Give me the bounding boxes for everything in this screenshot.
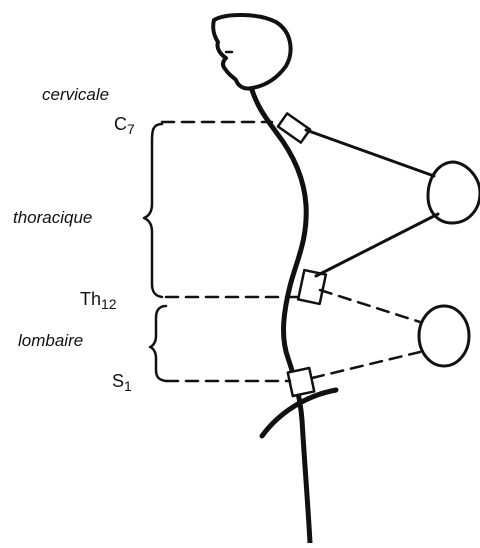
brace-lumbar (150, 306, 166, 381)
upper-line-c7 (306, 130, 434, 176)
label-th12-letters: Th (80, 289, 101, 309)
upper-line-th12 (316, 214, 438, 276)
label-cervical: cervicale (42, 86, 109, 103)
sensor-s1 (288, 368, 315, 396)
lower-line-s1 (312, 352, 420, 378)
label-c7-number: 7 (127, 121, 135, 137)
lower-line-th12 (320, 290, 420, 322)
label-s1-letter: S (112, 371, 124, 391)
label-th12: Th12 (80, 290, 117, 311)
label-th12-number: 12 (101, 296, 117, 312)
sensor-th12 (298, 270, 326, 304)
spine-curve (252, 90, 310, 543)
label-lumbar: lombaire (18, 332, 83, 349)
label-s1: S1 (112, 372, 132, 393)
label-s1-number: 1 (124, 378, 132, 394)
brace-thoracic (144, 124, 162, 297)
label-c7: C7 (114, 115, 135, 136)
label-thoracic: thoracique (13, 209, 92, 226)
lower-detector-circle (419, 306, 469, 366)
label-c7-letter: C (114, 114, 127, 134)
